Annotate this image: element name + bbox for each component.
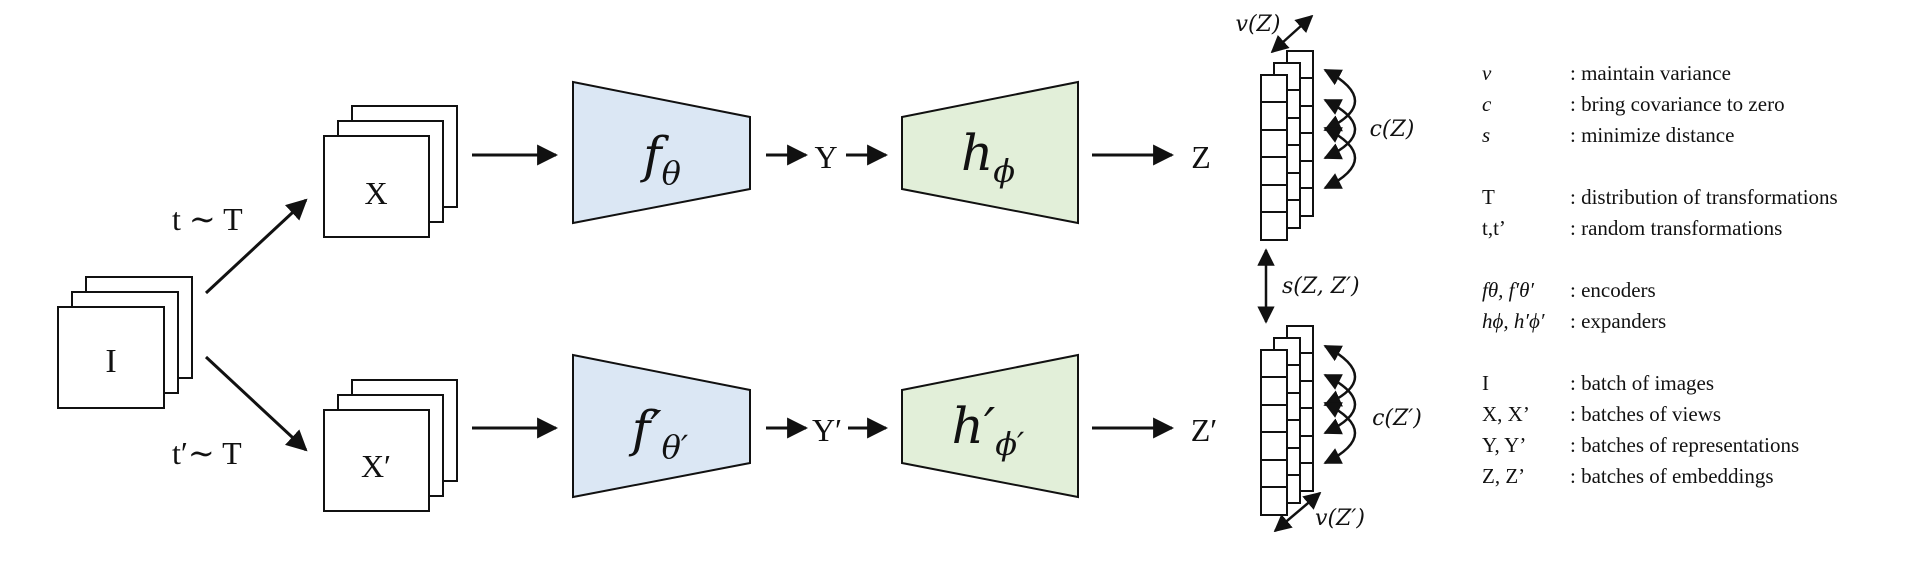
legend-row-Z: Z, Z’ : batches of embeddings <box>1482 461 1907 492</box>
legend-symbol: fθ, f′θ′ <box>1482 278 1534 302</box>
covariance-top-label: c(Z) <box>1370 117 1415 142</box>
embedding-matrix-bottom <box>1260 325 1314 516</box>
encoder-bottom-main: f′ <box>628 400 663 458</box>
legend-row-X: X, X’ : batches of views <box>1482 399 1907 430</box>
legend-symbol: v <box>1482 61 1492 85</box>
legend-desc: : encoders <box>1570 278 1656 302</box>
svg-text:h′ϕ′: h′ϕ′ <box>952 397 1025 463</box>
emb-top-label: Z <box>1191 139 1211 175</box>
legend-symbol: Y, Y’ <box>1482 433 1527 457</box>
legend-desc: : batches of views <box>1570 402 1722 426</box>
expander-top-sub: ϕ <box>993 152 1015 190</box>
augment-bottom-label: t′∼ T <box>172 435 242 471</box>
expander-bottom-main: h′ <box>952 397 996 455</box>
legend-desc: : batches of embeddings <box>1570 464 1774 488</box>
legend-row-c: c : bring covariance to zero <box>1482 89 1907 120</box>
expander-bottom: h′ϕ′ <box>901 353 1079 499</box>
variance-bottom-label: v(Z′) <box>1315 506 1365 531</box>
expander-bottom-sub: ϕ′ <box>995 425 1025 463</box>
emb-bottom-label: Z′ <box>1191 412 1218 448</box>
view-bottom-label: X′ <box>361 448 391 484</box>
variance-arrow-bottom <box>1273 491 1322 533</box>
legend-row-s: s : minimize distance <box>1482 120 1907 151</box>
legend-row-expanders: hϕ, h′ϕ′ : expanders <box>1482 306 1907 337</box>
encoder-top: fθ <box>572 80 751 225</box>
legend-symbol: T <box>1482 185 1495 209</box>
embedding-matrix-top <box>1260 50 1314 241</box>
svg-text:hϕ: hϕ <box>961 124 1015 190</box>
legend-symbol: c <box>1482 92 1492 116</box>
augment-arrow-bottom <box>204 355 308 452</box>
legend-symbol: t,t’ <box>1482 216 1506 240</box>
legend-row-t: t,t’ : random transformations <box>1482 213 1907 244</box>
encoder-bottom: f′θ′ <box>572 353 751 499</box>
legend: v : maintain variance c : bring covarian… <box>1482 58 1907 492</box>
rep-bottom-label: Y′ <box>812 412 842 448</box>
legend-desc: : batch of images <box>1570 371 1715 395</box>
covariance-arcs-top <box>1323 68 1357 190</box>
legend-desc: : distribution of transformations <box>1570 185 1838 209</box>
legend-desc: : minimize distance <box>1570 123 1735 147</box>
distance-label: s(Z, Z′) <box>1282 274 1360 299</box>
input-image-stack: I <box>57 276 193 409</box>
legend-desc: : maintain variance <box>1570 61 1731 85</box>
svg-text:f′θ′: f′θ′ <box>628 400 689 466</box>
view-top-label: X <box>364 175 387 211</box>
view-stack-bottom: X′ <box>323 379 458 512</box>
variance-top-label: v(Z) <box>1236 12 1281 37</box>
legend-desc: : batches of representations <box>1570 433 1800 457</box>
legend-row-Y: Y, Y’ : batches of representations <box>1482 430 1907 461</box>
encoder-top-sub: θ <box>662 154 681 192</box>
legend-row-I: I : batch of images <box>1482 368 1907 399</box>
augment-top-label: t ∼ T <box>172 201 243 237</box>
augment-arrow-top <box>204 198 308 295</box>
legend-desc: : random transformations <box>1570 216 1783 240</box>
view-stack-top: X <box>323 105 458 238</box>
legend-row-T: T : distribution of transformations <box>1482 182 1907 213</box>
expander-top: hϕ <box>901 80 1079 225</box>
legend-symbol: s <box>1482 123 1491 147</box>
encoder-bottom-sub: θ′ <box>662 428 689 466</box>
legend-desc: : expanders <box>1570 309 1667 333</box>
legend-symbol: X, X’ <box>1482 402 1530 426</box>
legend-row-v: v : maintain variance <box>1482 58 1907 89</box>
expander-top-main: h <box>961 124 993 182</box>
covariance-arcs-bottom <box>1323 344 1357 465</box>
variance-arrow-top <box>1270 14 1314 54</box>
covariance-bottom-label: c(Z′) <box>1372 406 1422 431</box>
rep-top-label: Y <box>814 139 837 175</box>
legend-symbol: Z, Z’ <box>1482 464 1526 488</box>
legend-symbol: hϕ, h′ϕ′ <box>1482 309 1545 333</box>
input-label: I <box>105 343 116 380</box>
legend-row-encoders: fθ, f′θ′ : encoders <box>1482 275 1907 306</box>
legend-symbol: I <box>1482 371 1489 395</box>
legend-desc: : bring covariance to zero <box>1570 92 1785 116</box>
